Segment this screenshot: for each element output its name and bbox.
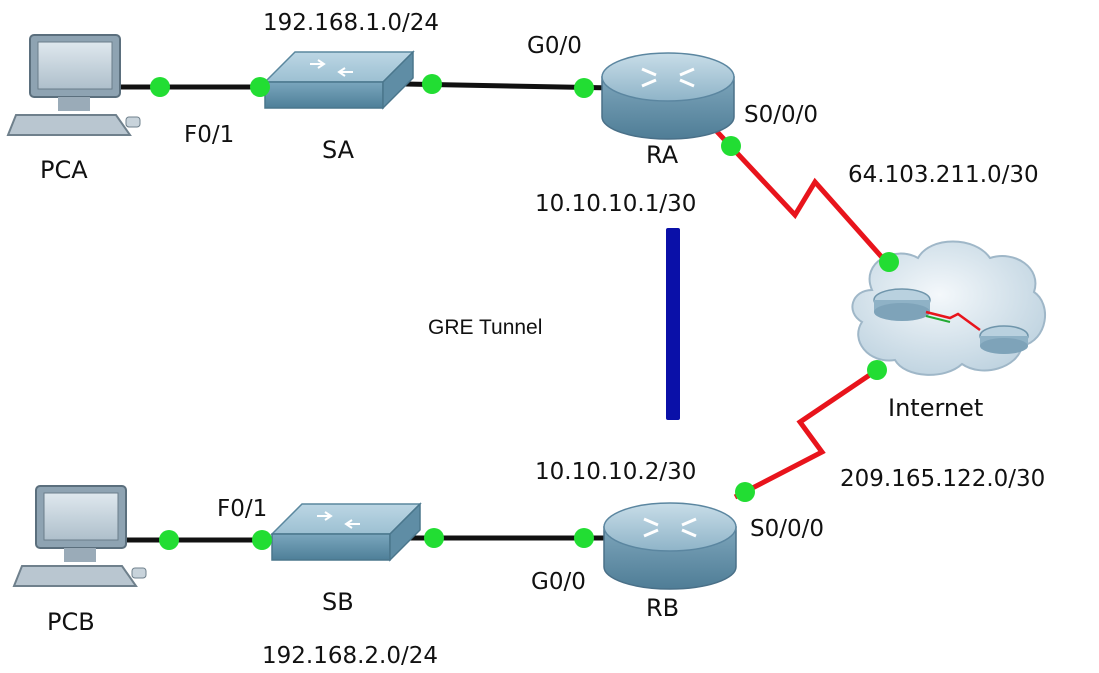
link-status-dots (150, 74, 899, 550)
pc-icon[interactable] (12, 485, 147, 587)
pcb-sb-port-label: F0/1 (217, 496, 268, 522)
cloud-icon[interactable] (851, 240, 1047, 376)
switch-icon[interactable] (270, 502, 422, 562)
pca-label: PCA (40, 156, 88, 184)
rb-lan-port-label: G0/0 (531, 569, 586, 595)
pca-sa-port-label: F0/1 (184, 122, 235, 148)
pc-icon[interactable] (6, 34, 141, 136)
ra-lan-port-label: G0/0 (527, 33, 582, 59)
link-internet-rb (733, 365, 882, 500)
rb-label: RB (646, 594, 680, 622)
wan-a-network-label: 64.103.211.0/30 (848, 162, 1039, 188)
ra-label: RA (646, 141, 679, 169)
sb-label: SB (322, 588, 354, 616)
link-up-dot (867, 360, 887, 380)
link-ra-internet (706, 120, 897, 274)
link-up-dot (150, 77, 170, 97)
link-up-dot (422, 74, 442, 94)
wan-b-network-label: 209.165.122.0/30 (840, 466, 1046, 492)
gre-tunnel-bar (666, 228, 680, 420)
link-up-dot (252, 530, 272, 550)
link-up-dot (574, 78, 594, 98)
serial-links (706, 120, 897, 500)
link-up-dot (735, 482, 755, 502)
link-up-dot (574, 528, 594, 548)
router-icon[interactable] (601, 52, 735, 140)
link-up-dot (879, 252, 899, 272)
rb-wan-port-label: S0/0/0 (750, 516, 824, 542)
pcb-label: PCB (47, 608, 95, 636)
tunnel-ra-address-label: 10.10.10.1/30 (535, 191, 697, 217)
ra-wan-port-label: S0/0/0 (744, 102, 818, 128)
link-up-dot (159, 530, 179, 550)
router-icon[interactable] (603, 502, 737, 590)
lan-b-network-label: 192.168.2.0/24 (262, 643, 439, 669)
sa-label: SA (322, 136, 355, 164)
switch-icon[interactable] (263, 50, 415, 110)
link-up-dot (250, 77, 270, 97)
tunnel-rb-address-label: 10.10.10.2/30 (535, 459, 697, 485)
gre-tunnel-label: GRE Tunnel (428, 316, 543, 339)
lan-a-network-label: 192.168.1.0/24 (263, 10, 440, 36)
link-up-dot (721, 136, 741, 156)
link-up-dot (424, 528, 444, 548)
internet-label: Internet (888, 394, 984, 422)
